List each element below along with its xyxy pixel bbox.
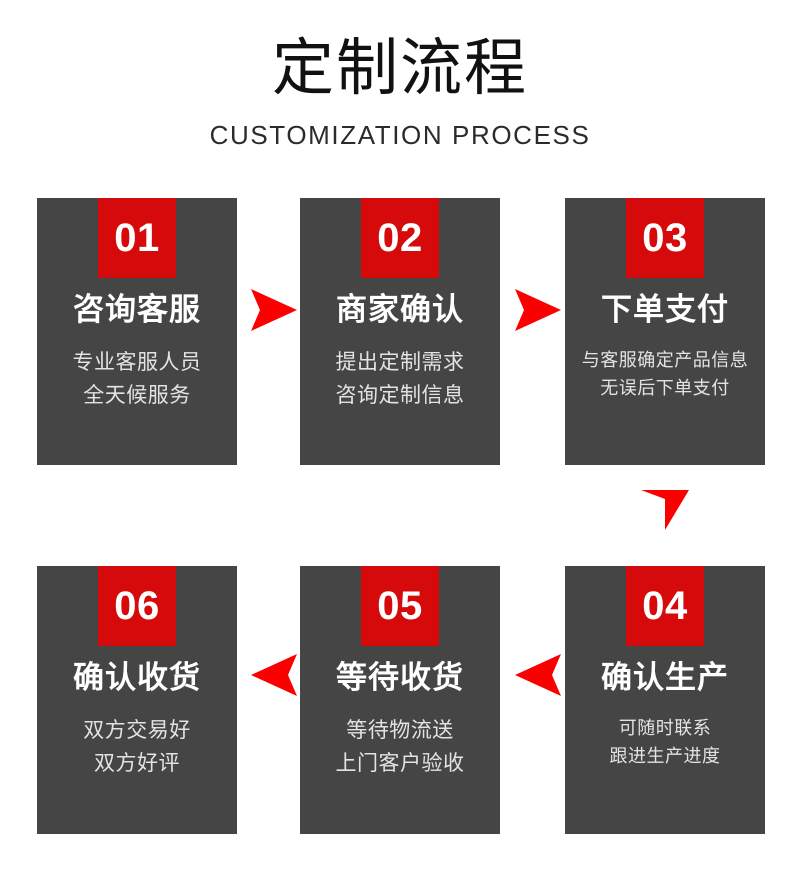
step-number-badge: 02	[361, 198, 439, 278]
step-number-badge: 06	[98, 566, 176, 646]
process-step-card-02[interactable]: 02 商家确认 提出定制需求 咨询定制信息	[300, 198, 500, 465]
page-header: 定制流程 CUSTOMIZATION PROCESS	[0, 0, 800, 150]
step-title: 确认生产	[601, 660, 729, 695]
step-description: 提出定制需求 咨询定制信息	[336, 347, 465, 412]
step-description-line-2: 咨询定制信息	[335, 383, 465, 407]
step-number: 06	[114, 584, 160, 628]
step-number: 04	[642, 584, 688, 628]
process-step-card-04[interactable]: 04 确认生产 可随时联系 跟进生产进度	[565, 566, 765, 834]
step-description-line-2: 全天候服务	[83, 383, 191, 407]
step-title: 等待收货	[336, 660, 464, 695]
step-number: 05	[377, 584, 423, 628]
step-description: 双方交易好 双方好评	[83, 715, 191, 780]
step-title: 商家确认	[336, 292, 464, 327]
arrow-left-icon	[513, 650, 565, 700]
step-description-line-1: 与客服确定产品信息	[581, 350, 749, 370]
step-description-line-1: 可随时联系	[618, 718, 712, 738]
step-description-line-2: 跟进生产进度	[609, 745, 721, 766]
page-title: 定制流程	[271, 34, 528, 103]
step-number-badge: 01	[98, 198, 176, 278]
step-number-badge: 04	[626, 566, 704, 646]
process-step-card-05[interactable]: 05 等待收货 等待物流送 上门客户验收	[300, 566, 500, 834]
step-title: 下单支付	[601, 292, 729, 327]
step-description-line-2: 无误后下单支付	[600, 377, 730, 398]
step-description: 等待物流送 上门客户验收	[336, 715, 465, 780]
step-number-badge: 05	[361, 566, 439, 646]
arrow-down-icon	[638, 487, 692, 533]
step-description-line-1: 提出定制需求	[335, 351, 465, 374]
step-description-line-1: 专业客服人员	[72, 351, 202, 374]
step-title: 咨询客服	[73, 292, 201, 327]
arrow-right-icon	[511, 285, 563, 335]
arrow-left-icon	[249, 650, 301, 700]
step-description-line-2: 双方好评	[94, 751, 180, 775]
step-description: 与客服确定产品信息 无误后下单支付	[582, 347, 749, 403]
step-description-line-1: 等待物流送	[346, 719, 454, 742]
step-number: 01	[114, 216, 160, 260]
step-description-line-2: 上门客户验收	[335, 751, 465, 775]
process-step-card-03[interactable]: 03 下单支付 与客服确定产品信息 无误后下单支付	[565, 198, 765, 465]
step-description: 可随时联系 跟进生产进度	[610, 715, 721, 771]
arrow-right-icon	[247, 285, 299, 335]
process-step-card-01[interactable]: 01 咨询客服 专业客服人员 全天候服务	[37, 198, 237, 465]
step-number: 03	[642, 216, 688, 260]
step-number-badge: 03	[626, 198, 704, 278]
page-subtitle: CUSTOMIZATION PROCESS	[209, 119, 591, 150]
process-step-card-06[interactable]: 06 确认收货 双方交易好 双方好评	[37, 566, 237, 834]
step-description: 专业客服人员 全天候服务	[73, 347, 202, 412]
step-number: 02	[377, 216, 423, 260]
step-description-line-1: 双方交易好	[83, 719, 191, 742]
step-title: 确认收货	[73, 660, 201, 695]
